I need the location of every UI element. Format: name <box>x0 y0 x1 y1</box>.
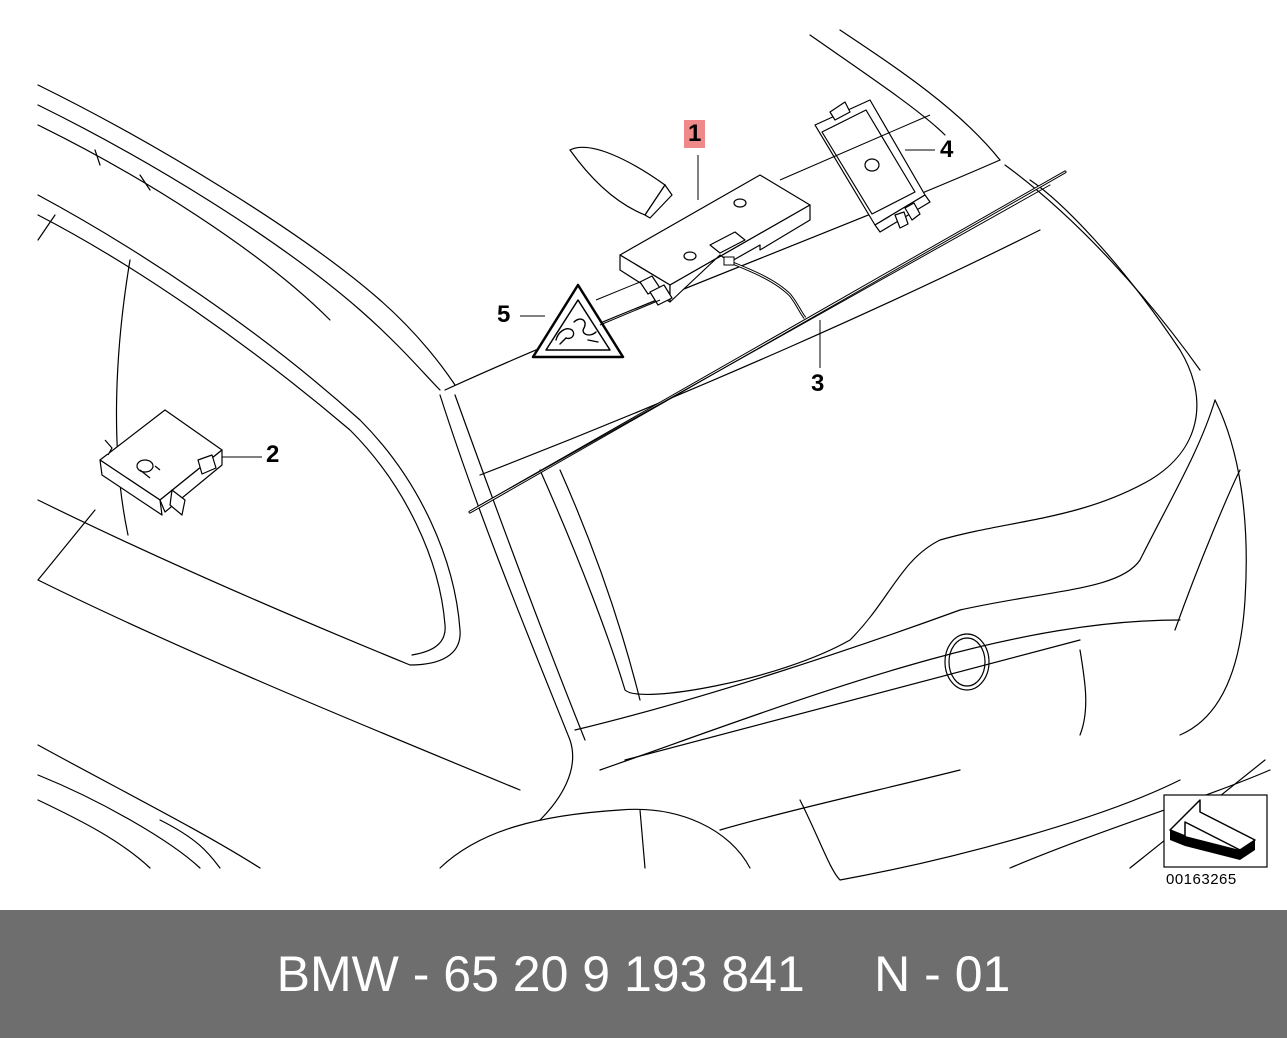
parts-diagram: 1 2 3 4 5 00163265 <box>37 29 1271 888</box>
antenna-amplifier-module <box>619 174 811 306</box>
orientation-arrow-icon <box>1163 794 1268 868</box>
antenna-cable <box>729 260 807 319</box>
reference-code: 00163265 <box>1166 871 1237 888</box>
left-control-module <box>99 409 223 516</box>
roof-antenna-fin <box>569 146 673 219</box>
warning-triangle-icon <box>531 283 625 359</box>
footer-bar: BMW - 65 20 9 193 841 N - 01 <box>0 910 1287 1038</box>
callout-1: 1 <box>684 120 706 148</box>
car-rear-outline <box>37 29 1271 881</box>
part-number-label: BMW - 65 20 9 193 841 N - 01 <box>276 946 1011 1002</box>
callout-2: 2 <box>266 441 280 468</box>
callout-3: 3 <box>811 370 825 397</box>
receiver-control-unit <box>814 99 931 233</box>
callout-5: 5 <box>497 301 511 328</box>
callout-4: 4 <box>940 136 954 163</box>
